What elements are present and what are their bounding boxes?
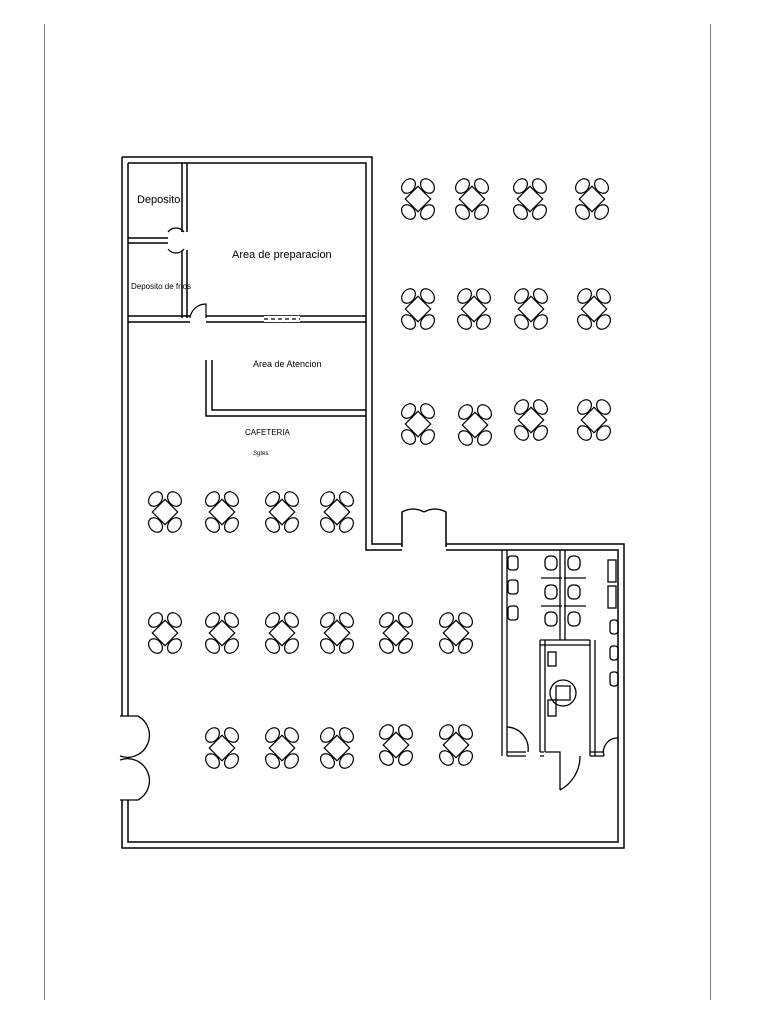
label-deposito-frios: Deposito de frios [131, 282, 191, 291]
table-set [452, 175, 492, 223]
table-set [510, 175, 550, 223]
label-area-atencion: Area de Atencion [253, 359, 322, 369]
table-set [317, 724, 357, 772]
table-set [436, 609, 476, 657]
table-set [511, 396, 551, 444]
table-set [145, 488, 185, 536]
table-set [376, 721, 416, 769]
table-set [398, 285, 438, 333]
table-set [455, 401, 495, 449]
label-cafeteria-note: Sgtes. [253, 451, 270, 457]
tables-upper-right [398, 175, 614, 449]
table-set [398, 175, 438, 223]
table-set [202, 724, 242, 772]
kitchen-doors [167, 227, 300, 323]
tables-lower-row-1 [145, 488, 357, 536]
table-set [202, 488, 242, 536]
table-set [398, 400, 438, 448]
table-set [574, 396, 614, 444]
table-set [262, 488, 302, 536]
table-set [376, 609, 416, 657]
tables-lower-row-2 [145, 609, 476, 657]
table-set [436, 721, 476, 769]
left-page-margin-line [44, 24, 45, 1000]
table-set [145, 609, 185, 657]
label-cafeteria: CAFETERIA [245, 428, 291, 437]
right-page-margin-line [710, 24, 711, 1000]
label-area-preparacion: Area de preparacion [232, 249, 332, 261]
outer-walls [121, 156, 625, 849]
table-set [317, 609, 357, 657]
table-set [202, 609, 242, 657]
table-set [572, 175, 612, 223]
table-set [317, 488, 357, 536]
table-set [262, 724, 302, 772]
table-set [454, 285, 494, 333]
table-set [262, 609, 302, 657]
label-deposito: Deposito [137, 194, 180, 206]
main-entrance-door [401, 508, 447, 547]
tables-lower-row-3 [202, 721, 476, 772]
restroom-block [501, 550, 619, 791]
room-labels: Deposito Area de preparacion Deposito de… [131, 194, 332, 457]
table-set [511, 285, 551, 333]
side-entrance-door [119, 715, 151, 801]
table-set [574, 285, 614, 333]
